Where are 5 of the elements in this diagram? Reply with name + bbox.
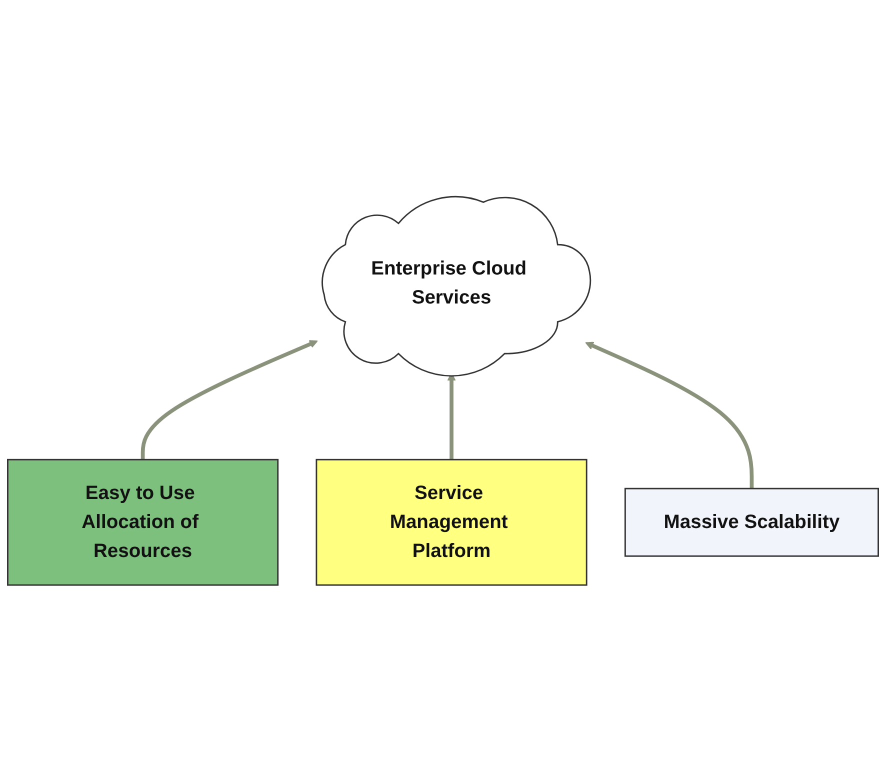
node-box: Service Management Platform: [316, 458, 588, 586]
arrow: [585, 341, 754, 488]
node-box: Massive Scalability: [624, 487, 879, 556]
arrow: [140, 340, 318, 460]
node-box: Easy to Use Allocation of Resources: [7, 458, 279, 586]
